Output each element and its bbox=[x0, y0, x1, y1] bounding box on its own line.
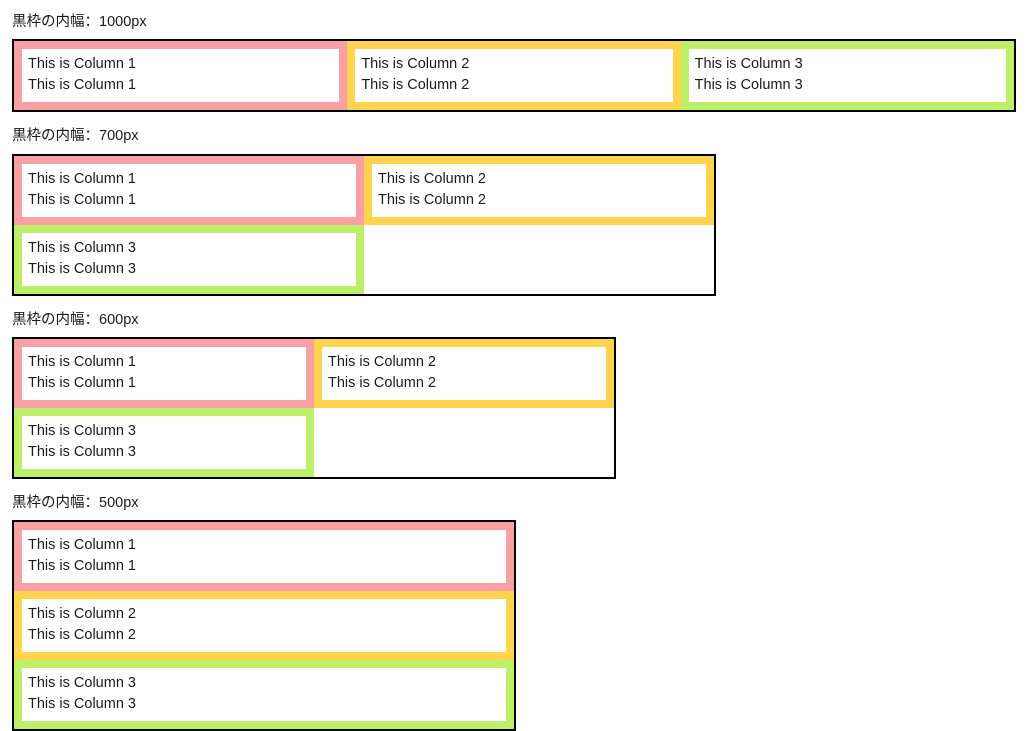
section-700: 黒枠の内幅：700px This is Column 1 This is Col… bbox=[12, 126, 1036, 296]
column-2-line-1: This is Column 2 bbox=[328, 353, 436, 370]
column-1-line-2: This is Column 1 bbox=[28, 77, 136, 94]
column-3-line-2: This is Column 3 bbox=[28, 260, 136, 277]
column-1-line-1: This is Column 1 bbox=[28, 537, 136, 554]
column-3-line-1: This is Column 3 bbox=[28, 239, 136, 256]
column-1-line-2: This is Column 1 bbox=[28, 374, 136, 391]
column-2-content: This is Column 2 This is Column 2 bbox=[322, 346, 606, 400]
column-2: This is Column 2 This is Column 2 bbox=[314, 338, 614, 408]
column-1-line-2: This is Column 1 bbox=[28, 191, 136, 208]
column-2: This is Column 2 This is Column 2 bbox=[14, 591, 514, 661]
column-3-content: This is Column 3 This is Column 3 bbox=[688, 49, 1006, 103]
column-2-content: This is Column 2 This is Column 2 bbox=[22, 599, 506, 653]
column-2-line-1: This is Column 2 bbox=[28, 606, 136, 623]
section-600: 黒枠の内幅：600px This is Column 1 This is Col… bbox=[12, 310, 1036, 479]
column-2-content: This is Column 2 This is Column 2 bbox=[355, 49, 673, 103]
column-1-line-1: This is Column 1 bbox=[28, 170, 136, 187]
column-3-content: This is Column 3 This is Column 3 bbox=[22, 668, 506, 722]
column-3: This is Column 3 This is Column 3 bbox=[14, 660, 514, 730]
column-2-line-2: This is Column 2 bbox=[328, 374, 436, 391]
column-3-line-2: This is Column 3 bbox=[694, 77, 803, 94]
column-3-line-1: This is Column 3 bbox=[28, 422, 136, 439]
column-2: This is Column 2 This is Column 2 bbox=[364, 155, 714, 225]
black-frame-600: This is Column 1 This is Column 1 This i… bbox=[12, 336, 616, 479]
column-1-line-2: This is Column 1 bbox=[28, 558, 136, 575]
section-1000: 黒枠の内幅：1000px This is Column 1 This is Co… bbox=[12, 12, 1036, 113]
column-1-line-1: This is Column 1 bbox=[28, 56, 136, 73]
column-3: This is Column 3 This is Column 3 bbox=[680, 41, 1014, 111]
column-row: This is Column 1 This is Column 1 This i… bbox=[14, 41, 1014, 111]
black-frame-500: This is Column 1 This is Column 1 This i… bbox=[12, 520, 516, 731]
column-3: This is Column 3 This is Column 3 bbox=[14, 224, 364, 294]
column-3-line-1: This is Column 3 bbox=[28, 675, 136, 692]
column-1-line-1: This is Column 1 bbox=[28, 353, 136, 370]
section-label-700: 黒枠の内幅：700px bbox=[12, 128, 139, 145]
column-2-line-1: This is Column 2 bbox=[361, 56, 470, 73]
section-500: 黒枠の内幅：500px This is Column 1 This is Col… bbox=[12, 493, 1036, 731]
column-2-line-2: This is Column 2 bbox=[361, 77, 470, 94]
column-1: This is Column 1 This is Column 1 bbox=[14, 338, 314, 408]
column-3-line-2: This is Column 3 bbox=[28, 443, 136, 460]
column-2-line-2: This is Column 2 bbox=[28, 627, 136, 644]
column-2-line-2: This is Column 2 bbox=[378, 191, 486, 208]
column-3: This is Column 3 This is Column 3 bbox=[14, 407, 314, 477]
column-2-line-1: This is Column 2 bbox=[378, 170, 486, 187]
column-1: This is Column 1 This is Column 1 bbox=[14, 522, 514, 592]
column-1-content: This is Column 1 This is Column 1 bbox=[22, 49, 340, 103]
black-frame-1000: This is Column 1 This is Column 1 This i… bbox=[12, 39, 1016, 113]
column-1-content: This is Column 1 This is Column 1 bbox=[22, 346, 306, 400]
column-3-line-1: This is Column 3 bbox=[694, 56, 803, 73]
column-1-content: This is Column 1 This is Column 1 bbox=[22, 530, 506, 584]
black-frame-700: This is Column 1 This is Column 1 This i… bbox=[12, 153, 716, 296]
section-label-1000: 黒枠の内幅：1000px bbox=[12, 14, 147, 30]
column-2-content: This is Column 2 This is Column 2 bbox=[372, 163, 706, 217]
section-label-500: 黒枠の内幅：500px bbox=[12, 494, 139, 511]
column-row: This is Column 1 This is Column 1 This i… bbox=[14, 522, 514, 730]
column-3-content: This is Column 3 This is Column 3 bbox=[22, 232, 356, 286]
section-label-600: 黒枠の内幅：600px bbox=[12, 311, 139, 328]
column-row: This is Column 1 This is Column 1 This i… bbox=[14, 338, 614, 477]
column-2: This is Column 2 This is Column 2 bbox=[347, 41, 681, 111]
column-1-content: This is Column 1 This is Column 1 bbox=[22, 163, 356, 217]
column-3-content: This is Column 3 This is Column 3 bbox=[22, 415, 306, 469]
column-1: This is Column 1 This is Column 1 bbox=[14, 41, 348, 111]
column-1: This is Column 1 This is Column 1 bbox=[14, 155, 364, 225]
column-row: This is Column 1 This is Column 1 This i… bbox=[14, 155, 714, 294]
column-3-line-2: This is Column 3 bbox=[28, 696, 136, 713]
